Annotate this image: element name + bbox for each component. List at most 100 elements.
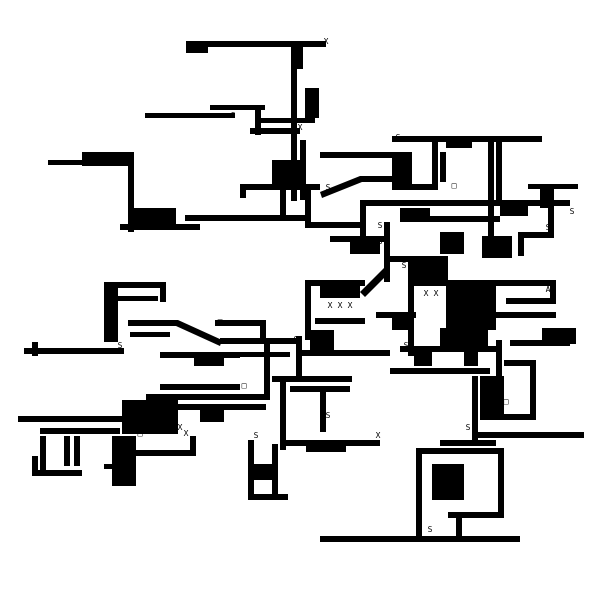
wall-diagonal <box>176 320 222 346</box>
wall-block <box>305 88 319 118</box>
wall-diagonal <box>360 268 389 297</box>
wall-segment <box>190 436 196 456</box>
map-marker: X <box>178 423 183 432</box>
map-marker: S <box>292 183 297 192</box>
wall-segment <box>510 340 570 346</box>
map-marker: X <box>424 289 429 298</box>
map-marker: S <box>396 133 401 142</box>
map-marker: S <box>378 221 383 230</box>
wall-segment <box>255 105 261 135</box>
wall-segment <box>104 464 124 469</box>
wall-block <box>350 236 380 254</box>
wall-segment <box>506 298 556 304</box>
wall-segment <box>496 312 556 318</box>
wall-segment <box>360 176 400 182</box>
wall-segment <box>446 142 472 148</box>
wall-segment <box>32 342 38 356</box>
wall-segment <box>416 448 422 538</box>
map-marker: □ <box>504 397 509 406</box>
wall-block <box>440 232 464 254</box>
wall-segment <box>128 152 134 232</box>
map-marker: S <box>122 223 127 232</box>
wall-block <box>186 41 208 53</box>
wall-segment <box>240 184 320 190</box>
wall-segment <box>530 360 536 420</box>
wall-segment <box>24 348 124 354</box>
map-marker: S <box>404 341 409 350</box>
wall-segment <box>392 136 542 142</box>
wall-segment <box>400 216 500 222</box>
wall-block <box>306 444 346 452</box>
wall-segment <box>280 380 286 450</box>
wall-block <box>500 200 528 216</box>
map-marker: □ <box>452 181 457 190</box>
map-marker: S <box>402 261 407 270</box>
wall-segment <box>248 440 254 500</box>
wall-segment <box>448 512 504 518</box>
wall-segment <box>472 376 478 446</box>
map-marker: S <box>254 431 259 440</box>
wall-segment <box>118 296 158 301</box>
wall-segment <box>260 118 315 123</box>
wall-segment <box>412 184 438 190</box>
map-marker: S <box>231 111 236 120</box>
wall-block <box>540 188 554 208</box>
wall-segment <box>136 450 196 456</box>
wall-segment <box>305 280 311 340</box>
wall-segment <box>416 448 504 454</box>
map-marker: X <box>324 37 329 46</box>
wall-segment <box>210 105 265 110</box>
wall-block <box>200 408 224 422</box>
wall-segment <box>64 436 70 466</box>
wall-segment <box>296 336 302 376</box>
wall-segment <box>32 456 38 476</box>
wall-block <box>464 346 478 366</box>
wall-segment <box>320 536 520 542</box>
wall-segment <box>297 47 303 69</box>
wall-block <box>194 352 224 366</box>
wall-segment <box>264 340 270 400</box>
wall-segment <box>186 41 326 47</box>
wall-segment <box>550 280 556 304</box>
wall-segment <box>290 386 350 392</box>
wall-segment <box>220 338 300 344</box>
wall-segment <box>305 280 365 286</box>
map-marker: S <box>326 411 331 420</box>
map-marker: A <box>546 285 551 294</box>
map-marker: S <box>546 223 551 232</box>
wall-diagonal <box>320 176 362 198</box>
wall-segment <box>300 350 390 356</box>
wall-segment <box>260 320 266 340</box>
wall-segment <box>360 200 570 206</box>
wall-segment <box>496 340 502 380</box>
wall-block <box>440 328 488 348</box>
wall-segment <box>145 113 235 118</box>
map-marker: X <box>434 289 439 298</box>
wall-segment <box>40 428 120 434</box>
wall-block <box>122 400 178 434</box>
map-marker: S <box>570 207 575 216</box>
wall-segment <box>440 152 446 182</box>
map-marker: X <box>348 301 353 310</box>
map-marker: S <box>294 335 299 344</box>
wall-segment <box>300 140 306 200</box>
wall-segment <box>32 470 82 476</box>
wall-block <box>446 280 496 330</box>
map-marker: S <box>428 525 433 534</box>
wall-segment <box>498 448 504 518</box>
wall-segment <box>478 432 584 438</box>
wall-segment <box>390 256 410 262</box>
wall-segment <box>120 224 200 230</box>
map-marker: S <box>118 341 123 350</box>
map-marker: X <box>298 123 303 132</box>
wall-segment <box>250 128 300 134</box>
map-marker: X <box>184 429 189 438</box>
wall-segment <box>518 232 524 256</box>
wall-block <box>310 330 334 352</box>
wall-layer <box>18 41 584 542</box>
map-marker: □ <box>476 291 481 300</box>
wall-segment <box>160 384 240 390</box>
wall-segment <box>104 282 164 288</box>
map-marker: S <box>546 311 551 320</box>
wall-segment <box>518 232 554 238</box>
